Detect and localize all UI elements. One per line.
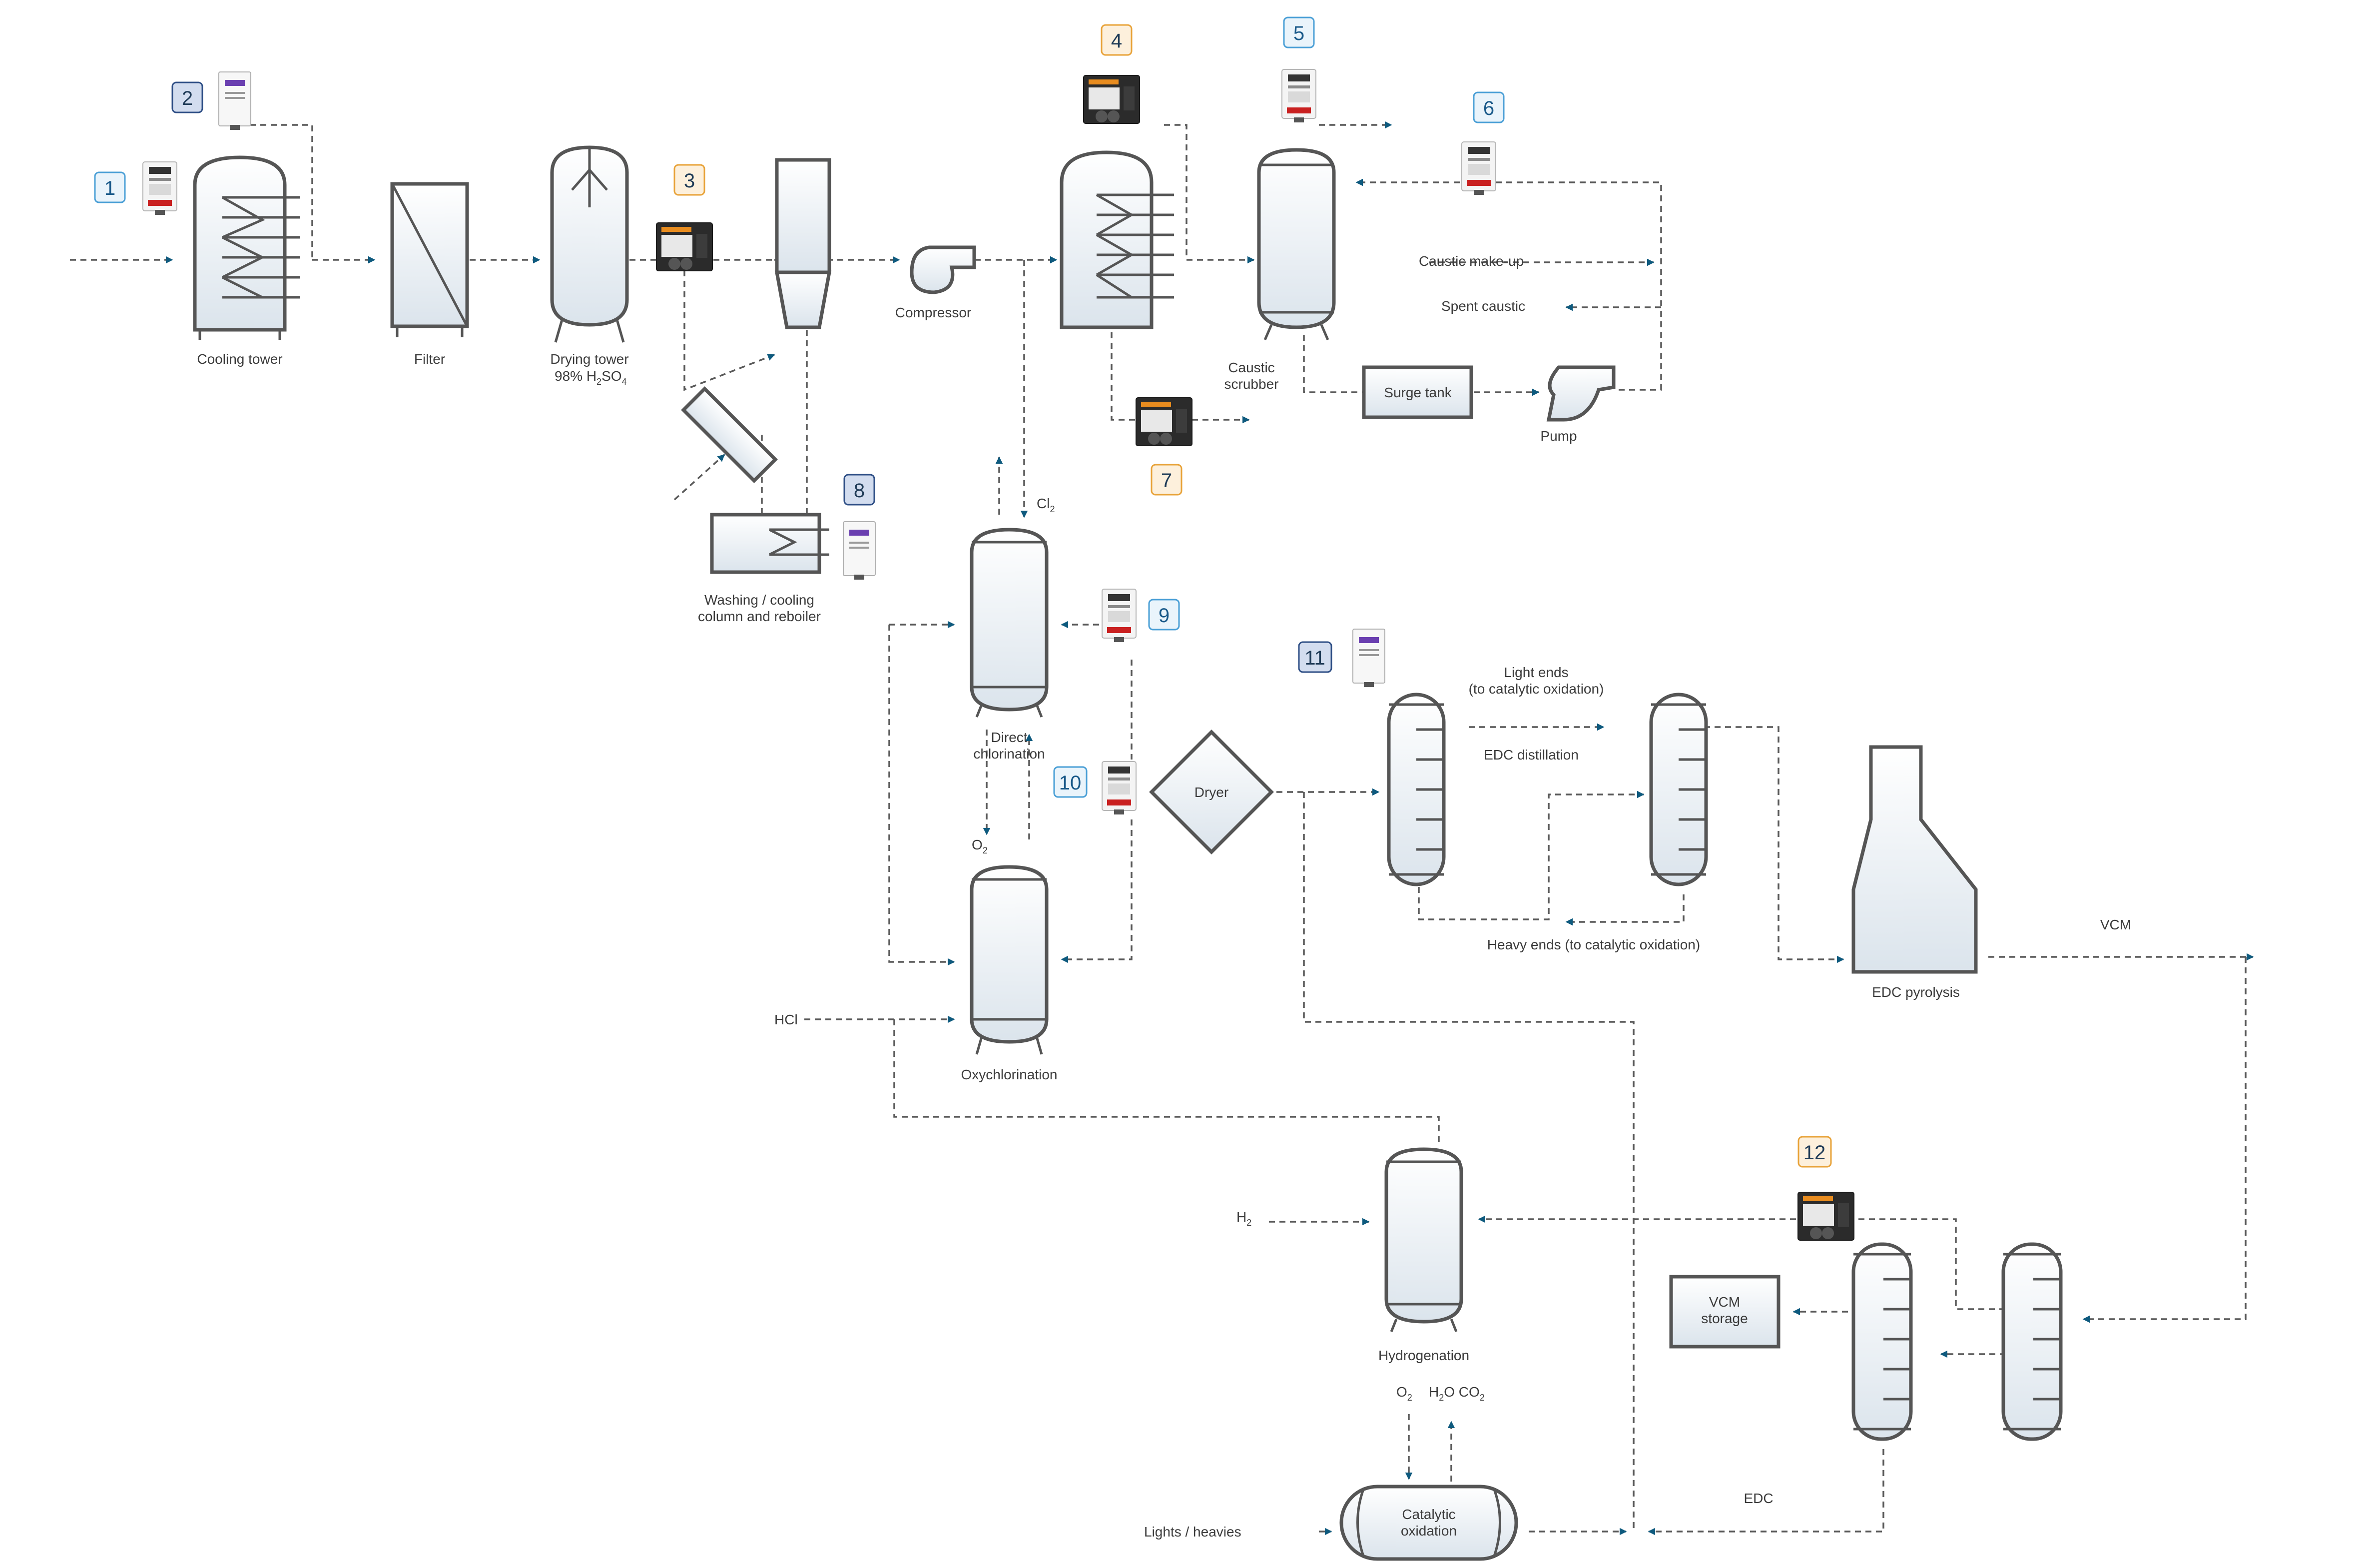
badge-9: 9 <box>1148 599 1180 631</box>
svg-text:8: 8 <box>854 480 865 502</box>
washing-label-2: column and reboiler <box>698 609 821 624</box>
oxychlorination-label: Oxychlorination <box>961 1067 1058 1082</box>
vcm-column-2 <box>2001 1242 2063 1441</box>
labels: Cooling tower Filter Drying tower 98% H2… <box>197 253 2131 1540</box>
vcm-storage-label-1: VCM <box>1709 1294 1740 1310</box>
svg-text:3: 3 <box>684 170 695 192</box>
svg-text:11: 11 <box>1304 647 1325 669</box>
cl2-label: Cl2 <box>1037 496 1055 514</box>
o2-label-b: O2 <box>1396 1384 1412 1403</box>
h2o-co2-label: H2O CO2 <box>1429 1384 1485 1403</box>
badge-4: 4 <box>1101 24 1133 56</box>
surge-tank-label: Surge tank <box>1384 385 1452 400</box>
svg-text:5: 5 <box>1293 22 1304 44</box>
heavy-ends-label: Heavy ends (to catalytic oxidation) <box>1487 937 1700 952</box>
analyzer-1-icon <box>142 161 177 215</box>
caustic-scrubber <box>1257 148 1336 340</box>
vcm-column-1 <box>1851 1242 1913 1441</box>
hydrogenation-label: Hydrogenation <box>1378 1348 1469 1363</box>
caustic-makeup-label: Caustic make-up <box>1419 253 1524 269</box>
pump <box>1546 365 1616 422</box>
vcm-storage <box>1669 1275 1781 1349</box>
badge-3: 3 <box>673 164 705 196</box>
surge-tank <box>1362 365 1473 419</box>
o2-label-a: O2 <box>972 837 988 855</box>
analyzer-7-icon <box>1136 397 1192 446</box>
analyzer-5-icon <box>1281 69 1316 122</box>
direct-chlorination-label-2: chlorination <box>973 746 1045 762</box>
compressor-label: Compressor <box>895 305 971 320</box>
analyzer-12-icon <box>1797 1192 1854 1241</box>
drying-tower <box>550 145 629 343</box>
badge-2: 2 <box>171 81 203 113</box>
catalytic-oxidation-label-1: Catalytic <box>1402 1507 1455 1522</box>
washing-label-1: Washing / cooling <box>704 592 814 608</box>
hydrogenation-vessel <box>1384 1147 1463 1332</box>
hcl-label: HCl <box>774 1012 798 1027</box>
badges: 1 2 3 4 5 6 7 8 9 10 11 12 <box>94 16 1832 1168</box>
badge-7: 7 <box>1151 464 1183 496</box>
caustic-scrubber-label-2: scrubber <box>1224 376 1279 392</box>
light-ends-label-1: Light ends <box>1504 665 1568 680</box>
edc-pyrolysis-label: EDC pyrolysis <box>1872 984 1960 1000</box>
analyzer-6-icon <box>1461 141 1496 195</box>
pump-label: Pump <box>1540 428 1577 444</box>
flow-lines <box>70 121 2254 1536</box>
svg-text:10: 10 <box>1059 772 1082 794</box>
edc-label: EDC <box>1744 1491 1773 1506</box>
filter-label: Filter <box>414 351 445 367</box>
badge-10: 10 <box>1053 766 1088 798</box>
vcm-storage-label-2: storage <box>1701 1311 1748 1326</box>
compressor <box>910 245 976 294</box>
analyzer-3-icon <box>656 222 713 271</box>
svg-text:2: 2 <box>182 87 193 109</box>
light-ends-label-2: (to catalytic oxidation) <box>1469 681 1604 697</box>
drying-tower-sub-label: 98% H2SO4 <box>555 368 627 387</box>
edc-distillation-column-2 <box>1649 693 1708 886</box>
svg-text:4: 4 <box>1111 30 1122 52</box>
analyzer-4-icon <box>1083 75 1140 124</box>
svg-text:9: 9 <box>1159 605 1170 627</box>
svg-text:6: 6 <box>1483 97 1494 119</box>
edc-distillation-column-1 <box>1387 693 1446 886</box>
badge-12: 12 <box>1797 1136 1832 1168</box>
h2-label: H2 <box>1236 1209 1251 1228</box>
badge-8: 8 <box>843 474 875 506</box>
spent-caustic-label: Spent caustic <box>1441 298 1525 314</box>
cooling-tower <box>193 155 300 340</box>
badge-6: 6 <box>1473 91 1505 123</box>
svg-text:12: 12 <box>1803 1142 1826 1164</box>
analyzer-2-icon <box>218 71 251 130</box>
edc-distillation-label: EDC distillation <box>1484 747 1579 763</box>
vcm-label: VCM <box>2100 917 2131 932</box>
washing-cooling-column <box>710 513 829 574</box>
filter <box>390 182 469 337</box>
edc-pyrolysis-furnace <box>1851 745 1978 974</box>
direct-chlorination-vessel <box>970 528 1049 718</box>
oxychlorination-vessel <box>970 865 1049 1055</box>
analyzer-9-icon <box>1102 589 1137 642</box>
svg-text:1: 1 <box>104 177 115 199</box>
svg-text:7: 7 <box>1161 470 1172 492</box>
caustic-scrubber-label-1: Caustic <box>1228 360 1274 375</box>
analyzer-8-icon <box>843 521 876 580</box>
analyzer-10-icon <box>1102 761 1137 814</box>
cooling-tower-label: Cooling tower <box>197 351 282 367</box>
analyzer-11-icon <box>1352 629 1385 687</box>
badge-11: 11 <box>1298 641 1332 673</box>
lights-heavies-label: Lights / heavies <box>1144 1524 1241 1540</box>
drying-tower-label: Drying tower <box>550 351 628 367</box>
badge-5: 5 <box>1283 16 1315 48</box>
dryer <box>1149 730 1274 854</box>
reactor-with-coil <box>1060 150 1174 329</box>
separator-column <box>774 158 832 329</box>
badge-1: 1 <box>94 171 126 203</box>
catalytic-oxidation-label-2: oxidation <box>1401 1523 1457 1539</box>
tilted-exchanger <box>681 386 778 483</box>
catalytic-oxidation-vessel <box>1339 1485 1518 1561</box>
dryer-label: Dryer <box>1194 784 1228 800</box>
direct-chlorination-label-1: Direct <box>991 730 1027 745</box>
